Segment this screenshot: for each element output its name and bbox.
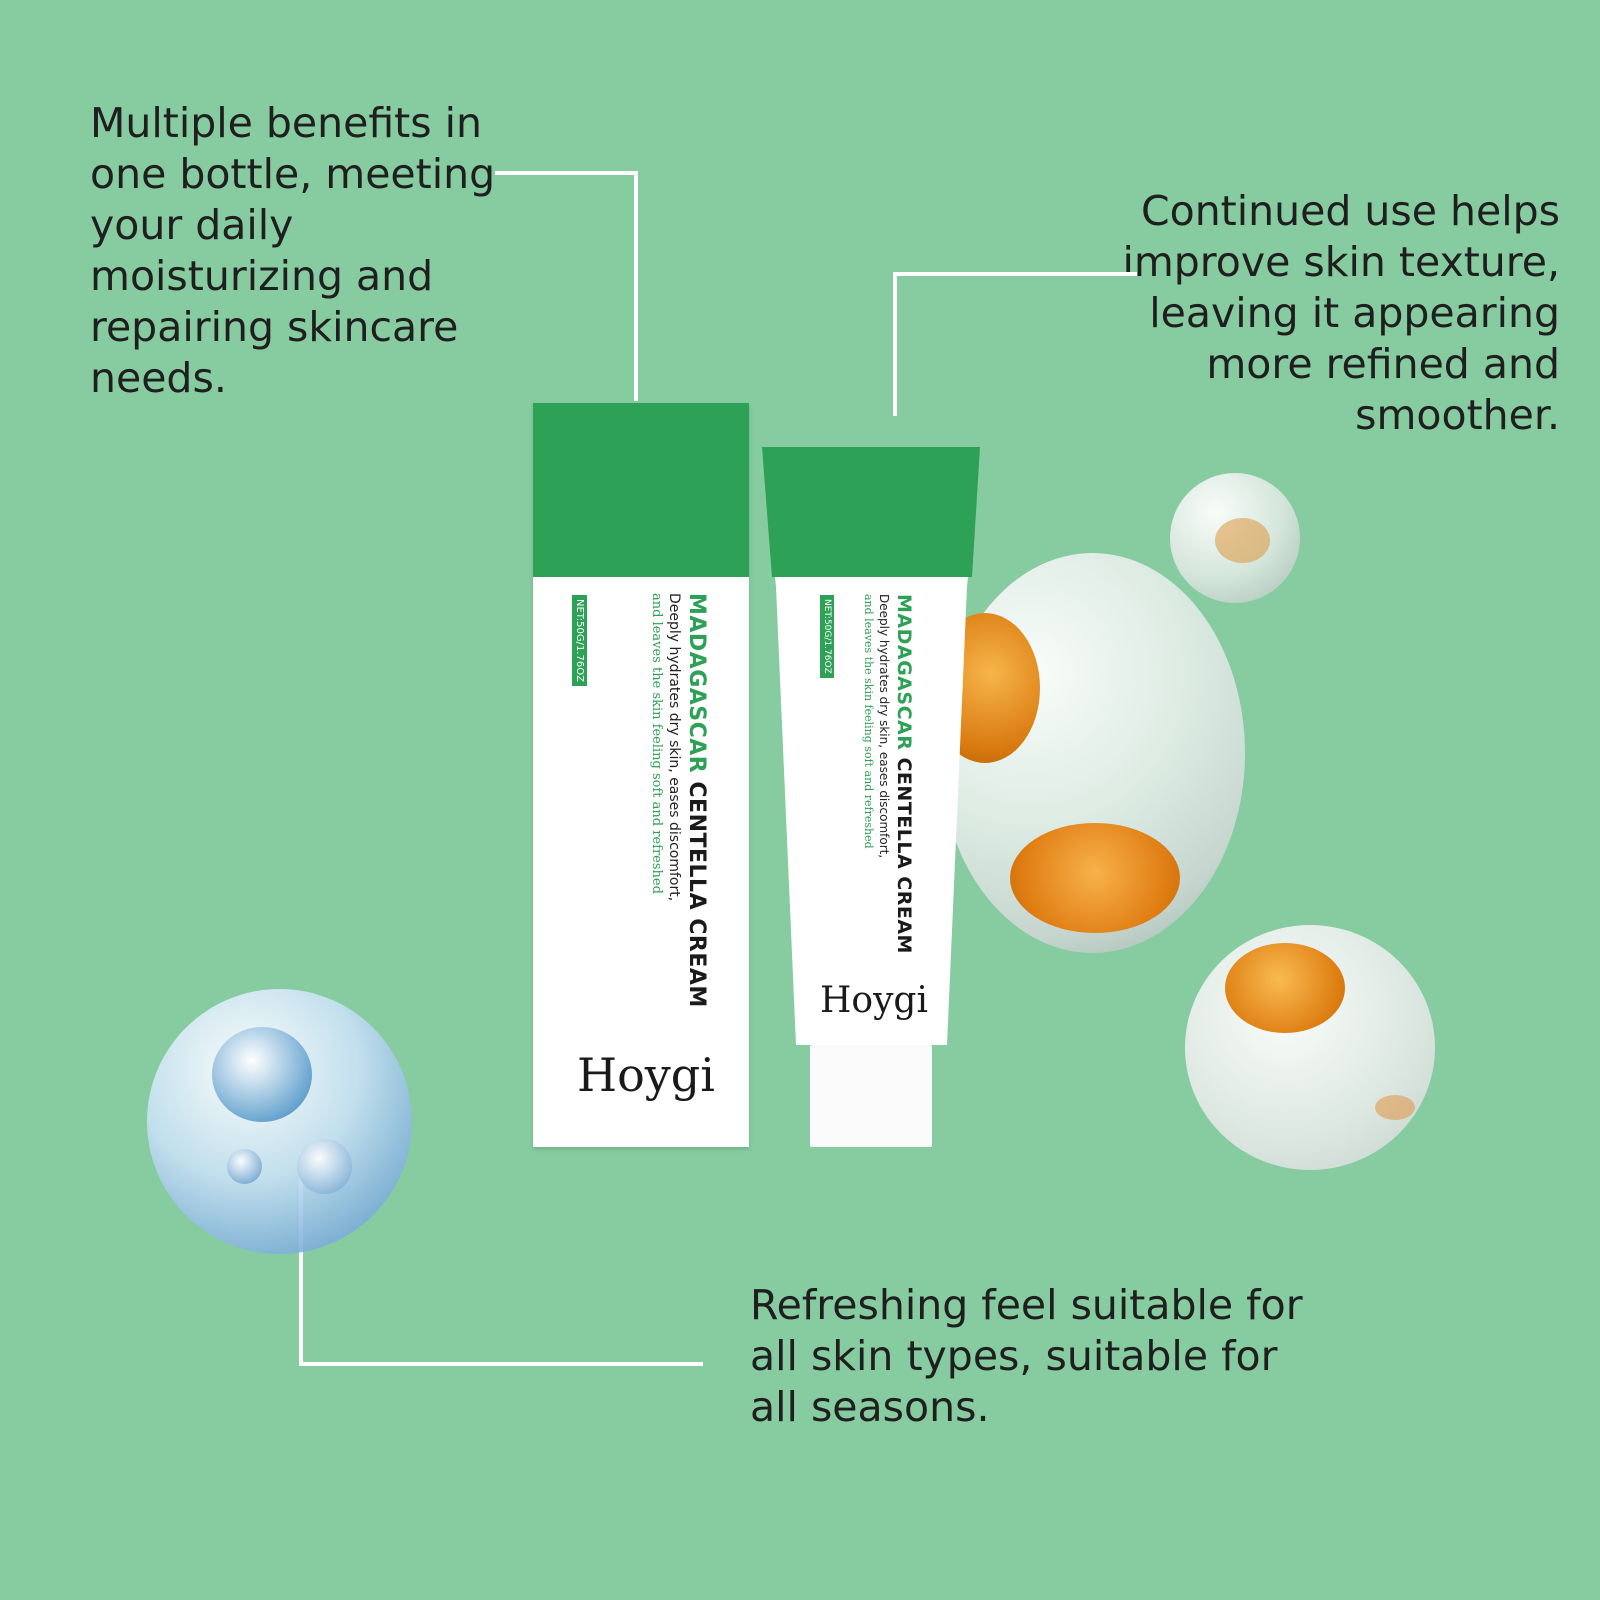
tube-body: [762, 447, 980, 1045]
callout-skin-texture: Continued use helps improve skin texture…: [1122, 187, 1560, 439]
connector-line-top-right-h: [893, 272, 1137, 276]
product-box: MADAGASCAR CENTELLA CREAM Deeply hydrate…: [533, 403, 749, 1147]
brand-logo: Hoygi: [577, 1048, 715, 1102]
product-tagline-2: and leaves the skin feeling soft and ref…: [649, 593, 664, 894]
tube-name: CENTELLA CREAM: [893, 750, 915, 954]
net-weight-badge: NET:50G/1.76OZ: [572, 595, 587, 687]
connector-line-bottom-v: [299, 1152, 303, 1366]
tube-tagline-2: and leaves the skin feeling soft and ref…: [862, 594, 875, 849]
water-bubble: [147, 989, 412, 1254]
clear-bubble-small: [1170, 473, 1300, 603]
tube-name-accent: MADAGASCAR: [893, 594, 915, 751]
tube-net-weight-badge: NET:50G/1.76OZ: [820, 595, 834, 678]
callout-refreshing-feel: Refreshing feel suitable for all skin ty…: [750, 1281, 1303, 1431]
tube-brand-logo: Hoygi: [820, 980, 928, 1021]
product-tube: MADAGASCAR CENTELLA CREAM Deeply hydrate…: [762, 447, 980, 1147]
connector-line-bottom-h: [299, 1362, 703, 1366]
product-name: CENTELLA CREAM: [684, 773, 709, 1008]
box-green-band: [533, 403, 749, 577]
amber-drop: [1010, 823, 1180, 933]
gel-bubble-medium: [1185, 925, 1435, 1170]
amber-drop: [1225, 943, 1345, 1033]
connector-line-top-left-v: [634, 171, 638, 401]
tube-cap: [810, 1045, 932, 1147]
gel-bubble-large: [930, 553, 1245, 953]
callout-multiple-benefits: Multiple benefits in one bottle, meeting…: [90, 99, 496, 402]
product-tagline: Deeply hydrates dry skin, eases discomfo…: [666, 593, 682, 902]
tube-tagline: Deeply hydrates dry skin, eases discomfo…: [877, 594, 891, 859]
product-name-accent: MADAGASCAR: [684, 593, 709, 774]
connector-line-top-right-v: [893, 272, 897, 416]
connector-line-top-left-h: [495, 171, 637, 175]
